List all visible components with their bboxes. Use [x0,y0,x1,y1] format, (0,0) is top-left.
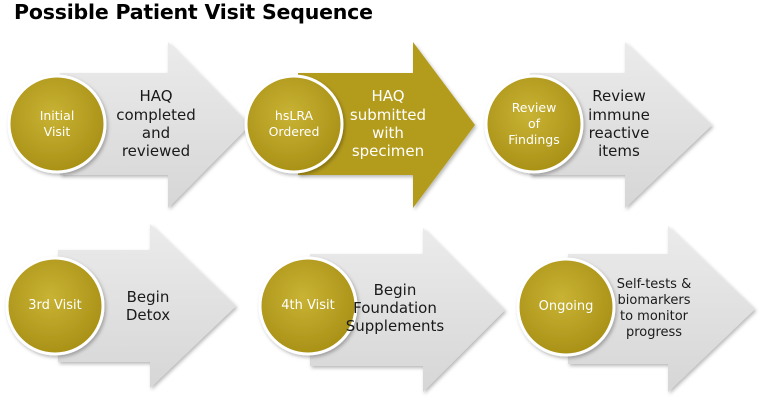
step-6-arrow-label: Self-tests & biomarkers to monitor progr… [616,277,692,340]
step-2-circle-label: hsLRA Ordered [268,107,320,139]
step-3 [484,42,712,208]
step-3-arrow [530,42,712,208]
step-4-arrow-label: Begin Detox [125,287,171,324]
step-3-circle [484,74,584,174]
step-1-arrow [60,42,250,208]
step-6-arrow [568,226,755,392]
step-6 [516,226,755,392]
step-4-arrow [58,224,236,388]
step-1-arrow-label: HAQ completed and reviewed [116,87,196,161]
step-6-circle [516,257,616,357]
step-1-circle-label: Initial Visit [39,107,75,139]
step-2-arrow-label: HAQ submitted with specimen [349,87,427,161]
page-title: Possible Patient Visit Sequence [14,0,373,24]
step-2-circle [244,74,344,174]
step-6-circle-label: Ongoing [538,298,594,314]
step-1-circle [7,74,107,174]
step-1 [7,42,250,208]
step-4 [5,224,236,388]
step-3-circle-label: Review of Findings [508,99,560,148]
step-5-circle [258,256,358,356]
step-5 [258,228,505,392]
step-2 [244,42,475,208]
step-2-arrow [298,42,475,208]
step-4-circle-label: 3rd Visit [28,297,82,313]
step-3-arrow-label: Review immune reactive items [588,87,650,161]
step-5-arrow [310,228,505,392]
step-5-arrow-label: Begin Foundation Supplements [345,280,445,336]
step-4-circle [5,256,105,356]
step-5-circle-label: 4th Visit [281,297,335,313]
